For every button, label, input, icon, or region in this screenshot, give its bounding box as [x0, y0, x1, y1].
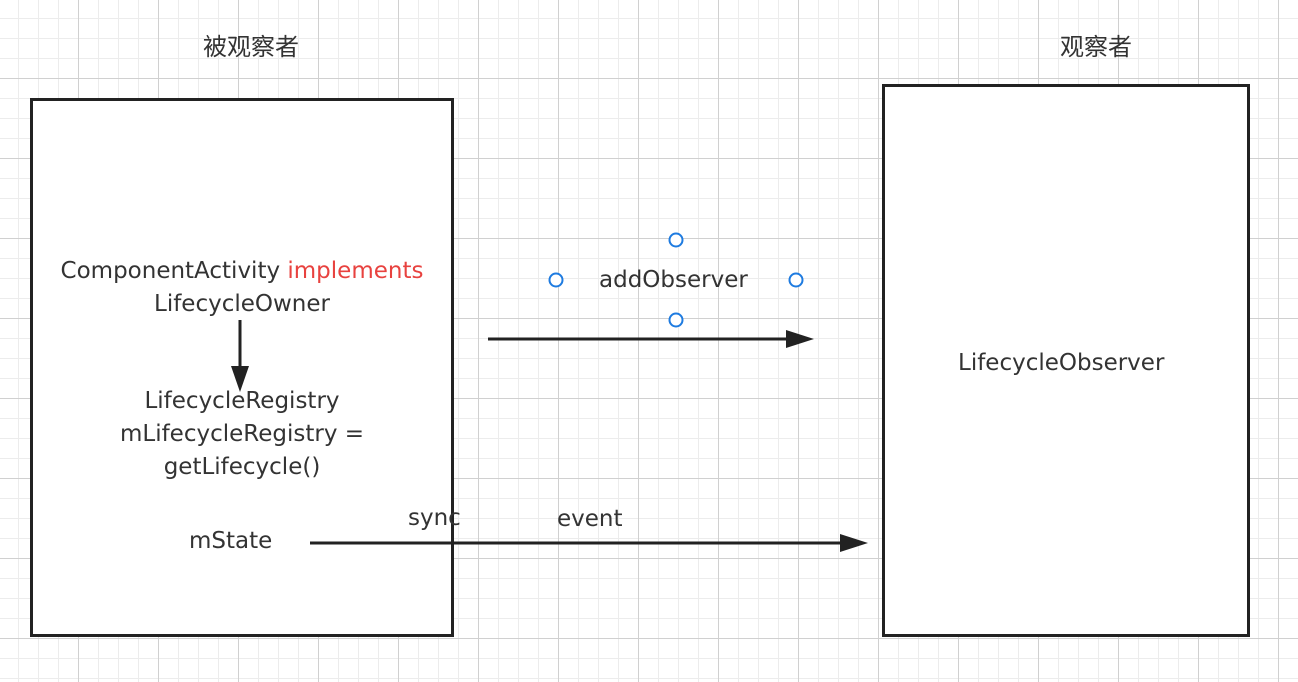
registry-line-3: getLifecycle() [163, 454, 321, 480]
selection-handle-bottom[interactable] [668, 312, 684, 328]
registry-line-2: mLifecycleRegistry = [119, 421, 365, 447]
sync-label[interactable]: sync [408, 505, 461, 531]
selection-handle-left[interactable] [548, 272, 564, 288]
owner-class-name: ComponentActivity [60, 258, 281, 284]
owner-declaration-line1: ComponentActivity implements [42, 255, 442, 288]
state-field[interactable]: mState [189, 528, 273, 554]
selection-handle-top[interactable] [668, 232, 684, 248]
observable-heading: 被观察者 [203, 33, 299, 61]
registry-line-1: LifecycleRegistry [144, 388, 340, 414]
selection-handle-right[interactable] [788, 272, 804, 288]
owner-declaration[interactable]: ComponentActivity implements LifecycleOw… [42, 255, 442, 321]
observer-box[interactable] [882, 84, 1250, 637]
owner-interface-name: LifecycleOwner [154, 291, 330, 317]
event-label[interactable]: event [557, 506, 623, 532]
lifecycle-registry-declaration[interactable]: LifecycleRegistry mLifecycleRegistry = g… [42, 385, 442, 484]
observer-class-name[interactable]: LifecycleObserver [958, 350, 1165, 376]
add-observer-label[interactable]: addObserver [599, 267, 748, 293]
add-observer-arrow[interactable] [488, 330, 814, 348]
observer-heading: 观察者 [1060, 33, 1132, 61]
implements-keyword: implements [287, 258, 424, 284]
